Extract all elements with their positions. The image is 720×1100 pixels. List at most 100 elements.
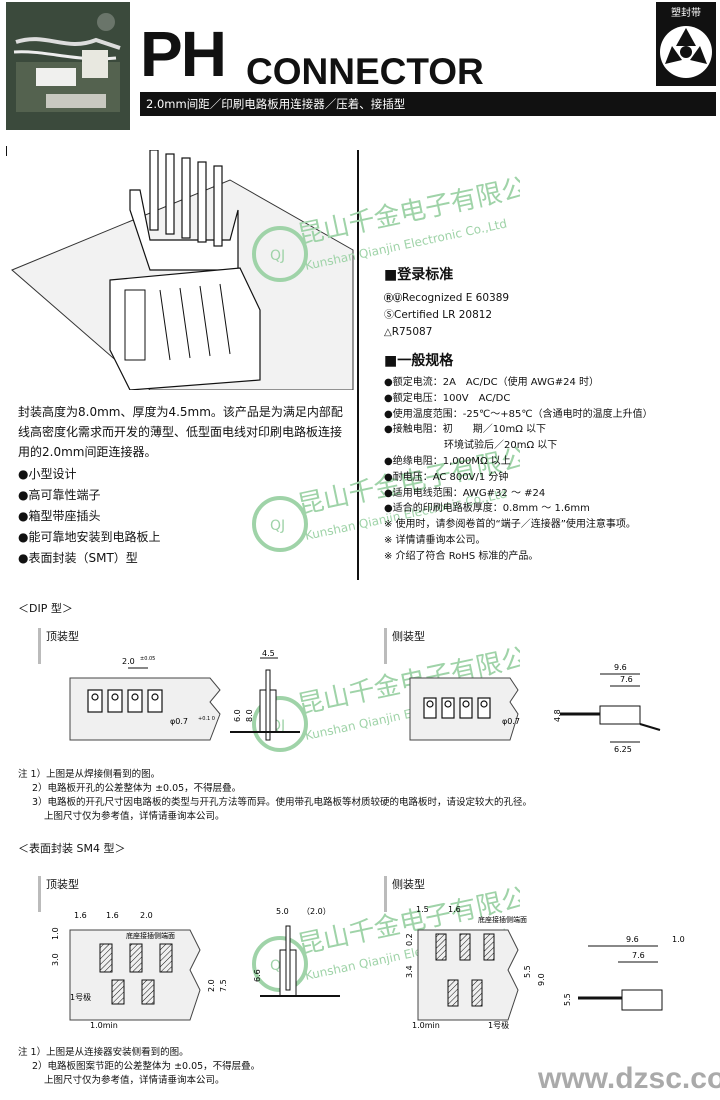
dim-d16a: 1.6 — [74, 911, 87, 920]
csa-icon: Ⓢ — [384, 310, 394, 321]
description: 封装高度为8.0mm、厚度为4.5mm。该产品是为满足内部配线高密度化需求而开发… — [18, 405, 343, 459]
cert-ul: ⓇⓊRecognized E 60389 — [384, 292, 510, 304]
footer-site[interactable]: www.dzsc.com — [538, 1062, 720, 1095]
smt-top-bar — [38, 876, 41, 912]
corner-mark — [6, 146, 7, 156]
cert-csa: ⓈCertified LR 20812 — [384, 309, 493, 321]
title-main: PH — [140, 18, 227, 90]
dim-s55: 5.5 — [523, 965, 532, 978]
dim-d50: 5.0 — [276, 907, 289, 916]
note-item: 2）电路板图案节距的公差整体为 ±0.05，不得层叠。 — [32, 1061, 261, 1072]
feature-item: ●能可靠地安装到电路板上 — [18, 530, 161, 544]
ul-icon: ⓇⓊ — [384, 294, 403, 304]
dim-s15: 1.5 — [416, 905, 429, 914]
tuv-icon: △ — [384, 327, 392, 338]
svg-text:1号极: 1号极 — [488, 1020, 509, 1030]
reel-icon — [660, 26, 712, 78]
dim-h60: 6.0 — [233, 709, 242, 722]
spec-item: ●适合的印刷电路板厚度：0.8mm ～ 1.6mm — [384, 503, 590, 515]
spec-item: ●额定电流：2A AC/DC（使用 AWG#24 时） — [384, 377, 600, 388]
watermark-2: QJ 昆山千金电子有限公司 Kunshan Qianjin Electronic… — [252, 440, 520, 552]
spec-title: ■一般规格 — [384, 353, 454, 369]
dim-s02: 0.2 — [405, 933, 414, 946]
dim-d66: 6.6 — [253, 969, 262, 982]
spec-list: ●额定电流：2A AC/DC（使用 AWG#24 时） ●额定电压：100V A… — [384, 375, 653, 565]
subtitle-bar: 2.0mm间距／印刷电路板用连接器／压着、接插型 — [140, 92, 716, 116]
dim-d20p: （2.0） — [302, 907, 331, 916]
feature-item: ●小型设计 — [18, 467, 77, 481]
dim-s34: 3.4 — [405, 965, 414, 978]
note-item: 上图尺寸仅为参考值，详情请垂询本公司。 — [44, 811, 225, 822]
package-badge: 塑封带 — [656, 2, 716, 86]
note-item: 2）电路板开孔的公差整体为 ±0.05，不得层叠。 — [32, 783, 242, 794]
dim-smt-s55: 5.5 — [563, 993, 572, 1006]
spec-note: ※ 详情请垂询本公司。 — [384, 534, 486, 546]
svg-text:φ0.7: φ0.7 — [502, 717, 520, 726]
dim-d16b: 1.6 — [106, 911, 119, 920]
photo-graphic — [6, 2, 130, 130]
feature-item: ●箱型带座插头 — [18, 509, 101, 523]
smt-notes: 注 1）上图是从连接器安装侧看到的图。 2）电路板图案节距的公差整体为 ±0.0… — [18, 1046, 260, 1088]
smt-side-bar — [384, 876, 387, 912]
note-item: 3）电路板的开孔尺寸因电路板的类型与开孔方法等而异。使用带孔电路板等材质较硬的电… — [32, 797, 533, 808]
note-item: 注 1）上图是从连接器安装侧看到的图。 — [18, 1047, 189, 1058]
dip-section-title: ＜DIP 型＞ — [18, 602, 73, 615]
dim-s16: 1.6 — [448, 905, 461, 914]
dim-d20: 2.0 — [140, 911, 153, 920]
note-item: 上图尺寸仅为参考值，详情请垂询本公司。 — [44, 1075, 225, 1086]
spec-item: 环境试验后／20mΩ 以下 — [384, 440, 558, 452]
spec-item: ●额定电压：100V AC/DC — [384, 392, 511, 404]
dim-d20max: 2.0 — [207, 979, 216, 992]
cert-tuv: △R75087 — [384, 326, 433, 338]
dip-side-bar — [384, 628, 387, 664]
watermark-1: QJ 昆山千金电子有限公司 Kunshan Qianjin Electronic… — [252, 170, 520, 282]
dim-d10min: 1.0min — [90, 1021, 118, 1030]
watermark-logo: QJ — [270, 248, 285, 264]
spec-item: ●适用电线范围：AWG#32 ～ #24 — [384, 487, 546, 499]
spec-note: ※ 介绍了符合 RoHS 标准的产品。 — [384, 550, 539, 562]
smt-top-label: 顶装型 — [46, 878, 79, 891]
dim-s625: 6.25 — [614, 745, 632, 754]
package-label: 塑封带 — [671, 8, 701, 19]
svg-text:QJ: QJ — [270, 518, 285, 534]
spec-item: ●使用温度范围：-25℃～+85℃（含通电时的温度上升值） — [384, 408, 653, 420]
spec-item: ●绝缘电阻：1,000MΩ 以上 — [384, 455, 511, 467]
smt-side-label: 侧装型 — [392, 878, 425, 891]
dim-smt-s96: 9.6 — [626, 935, 639, 944]
dim-smt-s10: 1.0 — [672, 935, 685, 944]
dim-d75: 7.5 — [219, 979, 228, 992]
feature-item: ●高可靠性端子 — [18, 488, 101, 502]
spec-item: ●耐电压：AC 800V/1 分钟 — [384, 471, 509, 483]
smt-section-title: ＜表面封装 SM4 型＞ — [18, 842, 126, 855]
smt-side-drawing: 1.5 1.6 底座接插侧端面 0.2 3.4 5.5 9.0 1.0min 1… — [405, 905, 685, 1030]
dip-side-drawing: φ0.7 9.6 7.6 4.8 6.25 — [409, 663, 661, 754]
dim-s48: 4.8 — [553, 709, 562, 722]
dim-s96: 9.6 — [614, 663, 627, 672]
cert-section: ■登录标准 ⓇⓊRecognized E 60389 ⓈCertified LR… — [384, 264, 509, 341]
smt-top-drawing: 1.6 1.6 2.0 底座接插侧端面 3.0 1.0 2.0 7.5 1号极 … — [51, 907, 340, 1030]
label-pos1: 1号极 — [70, 992, 91, 1002]
spec-note: ※ 使用时，请参阅卷首的“端子／连接器”使用注意事项。 — [384, 519, 636, 531]
title-sub: CONNECTOR — [246, 51, 484, 92]
dim-s76: 7.6 — [620, 675, 633, 684]
dip-top-drawing: 2.0 ±0.05 φ0.7 +0.1 0 4.5 6.0 8.0 — [69, 650, 300, 741]
dim-d10: 1.0 — [51, 927, 60, 940]
svg-text:底座接插侧端面: 底座接插侧端面 — [478, 915, 527, 924]
dim-smt-s76: 7.6 — [632, 951, 645, 960]
dip-notes: 注 1）上图是从焊接侧看到的图。 2）电路板开孔的公差整体为 ±0.05，不得层… — [18, 768, 532, 824]
dim-hole-tol: +0.1 0 — [198, 716, 215, 722]
dip-top-label: 顶装型 — [46, 630, 79, 643]
note-item: 注 1）上图是从焊接侧看到的图。 — [18, 769, 161, 780]
column-divider — [357, 150, 359, 580]
feature-item: ●表面封装（SMT）型 — [18, 551, 138, 565]
cert-title: ■登录标准 — [384, 267, 454, 283]
dim-h80: 8.0 — [245, 709, 254, 722]
dim-hole: φ0.7 — [170, 717, 188, 726]
dim-s90: 9.0 — [537, 973, 546, 986]
dim-pitch-tol: ±0.05 — [140, 656, 155, 662]
label-seat: 底座接插侧端面 — [126, 931, 175, 940]
dim-h45: 4.5 — [262, 650, 275, 658]
spec-item: ●接触电阻：初 期／10mΩ 以下 — [384, 424, 547, 436]
feature-list: ●小型设计 ●高可靠性端子 ●箱型带座插头 ●能可靠地安装到电路板上 ●表面封装… — [18, 464, 160, 569]
dip-top-bar — [38, 628, 41, 664]
